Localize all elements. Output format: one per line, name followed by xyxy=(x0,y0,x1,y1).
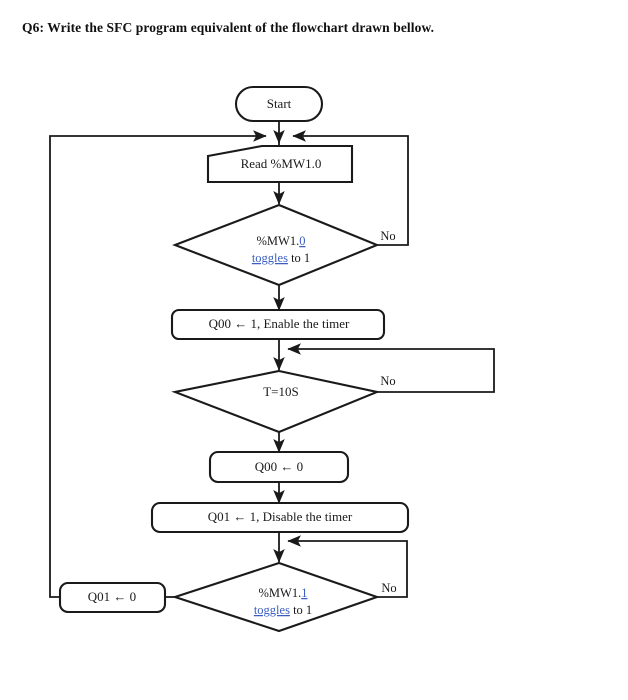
node-decision-mw1-1-line1: %MW1.1 xyxy=(259,586,308,600)
connector-decision3-no-loop xyxy=(287,535,408,598)
connector-decision2-no-loop xyxy=(287,343,495,393)
branch-label-decision3-no: No xyxy=(381,581,396,595)
node-start xyxy=(234,85,324,123)
node-disable-timer xyxy=(150,501,410,534)
page-title: Q6: Write the SFC program equivalent of … xyxy=(22,20,435,35)
node-decision-mw1-1-line2: toggles to 1 xyxy=(254,603,312,617)
node-q01-reset xyxy=(58,581,167,614)
connector-decision1-no-loop xyxy=(292,130,409,246)
node-decision-timer xyxy=(171,369,381,434)
node-enable-timer-label: Q00 ← 1, Enable the timer xyxy=(209,316,350,331)
branch-label-decision1-no: No xyxy=(380,229,395,243)
node-q01-reset-label: Q01 ← 0 xyxy=(88,589,136,604)
node-read-input xyxy=(206,144,354,184)
connector-left-return-loop xyxy=(49,130,267,598)
node-q00-reset xyxy=(208,450,350,484)
node-disable-timer-label: Q01 ← 1, Disable the timer xyxy=(208,509,353,524)
node-enable-timer xyxy=(170,308,386,341)
node-start-label: Start xyxy=(267,96,292,111)
node-decision-timer-label: T=10S xyxy=(263,384,299,399)
node-decision-mw1-0-line1: %MW1.0 xyxy=(257,234,306,248)
node-decision-mw1-1 xyxy=(171,561,381,633)
node-decision-mw1-0 xyxy=(172,203,380,287)
node-q00-reset-label: Q00 ← 0 xyxy=(255,459,303,474)
node-decision-mw1-0-line2: toggles to 1 xyxy=(252,251,310,265)
branch-label-decision2-no: No xyxy=(380,374,395,388)
node-read-label: Read %MW1.0 xyxy=(241,156,322,171)
